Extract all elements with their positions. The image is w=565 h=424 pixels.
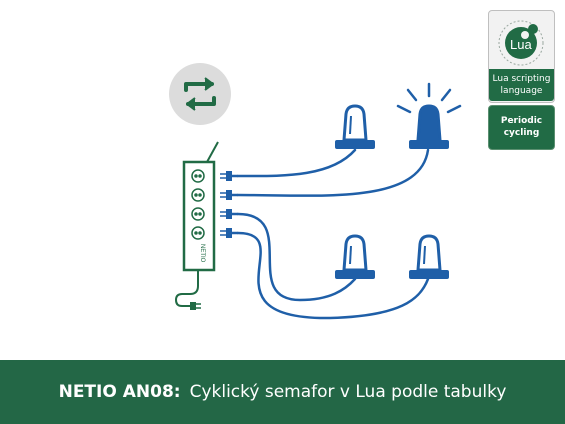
mode-line2: cycling [503,128,540,138]
cable-4 [236,231,430,320]
plug-3 [220,209,238,219]
lua-badge: Lua Lua scripting language Periodic cycl… [488,10,555,150]
mode-badge: Periodic cycling [488,105,555,150]
lua-caption-line2: language [500,86,543,96]
power-strip: NETIO [174,141,219,310]
lua-logo-text: Lua [510,37,532,52]
cable-1 [236,148,357,178]
power-plug-icon [190,302,201,310]
lua-logo-icon: Lua [498,20,544,66]
beacon-light-icon [335,234,375,279]
repeat-arrows-icon [169,63,231,125]
lua-caption: Lua scripting language [489,69,554,101]
beacon-light-icon [396,82,462,149]
lua-logo-box: Lua Lua scripting language [488,10,555,103]
footer-code: NETIO AN08: [58,382,181,402]
wiring-diagram: NETIO [169,63,462,320]
power-strip-brand: NETIO [199,244,205,263]
mode-line1: Periodic [500,116,543,126]
socket-1 [191,169,205,183]
socket-4 [191,226,205,240]
socket-2 [191,188,205,202]
cables [236,148,430,320]
lua-caption-line1: Lua scripting [492,74,551,84]
footer-title: Cyklický semafor v Lua podle tabulky [189,382,507,402]
cable-2 [236,148,430,197]
footer-banner: NETIO AN08: Cyklický semafor v Lua podle… [0,360,565,424]
socket-3 [191,207,205,221]
cable-3 [236,212,357,302]
plugs [220,171,238,238]
plug-1 [220,171,238,181]
plug-2 [220,190,238,200]
plug-4 [220,228,238,238]
beacon-light-icon [409,234,449,279]
beacon-light-icon [335,104,375,149]
